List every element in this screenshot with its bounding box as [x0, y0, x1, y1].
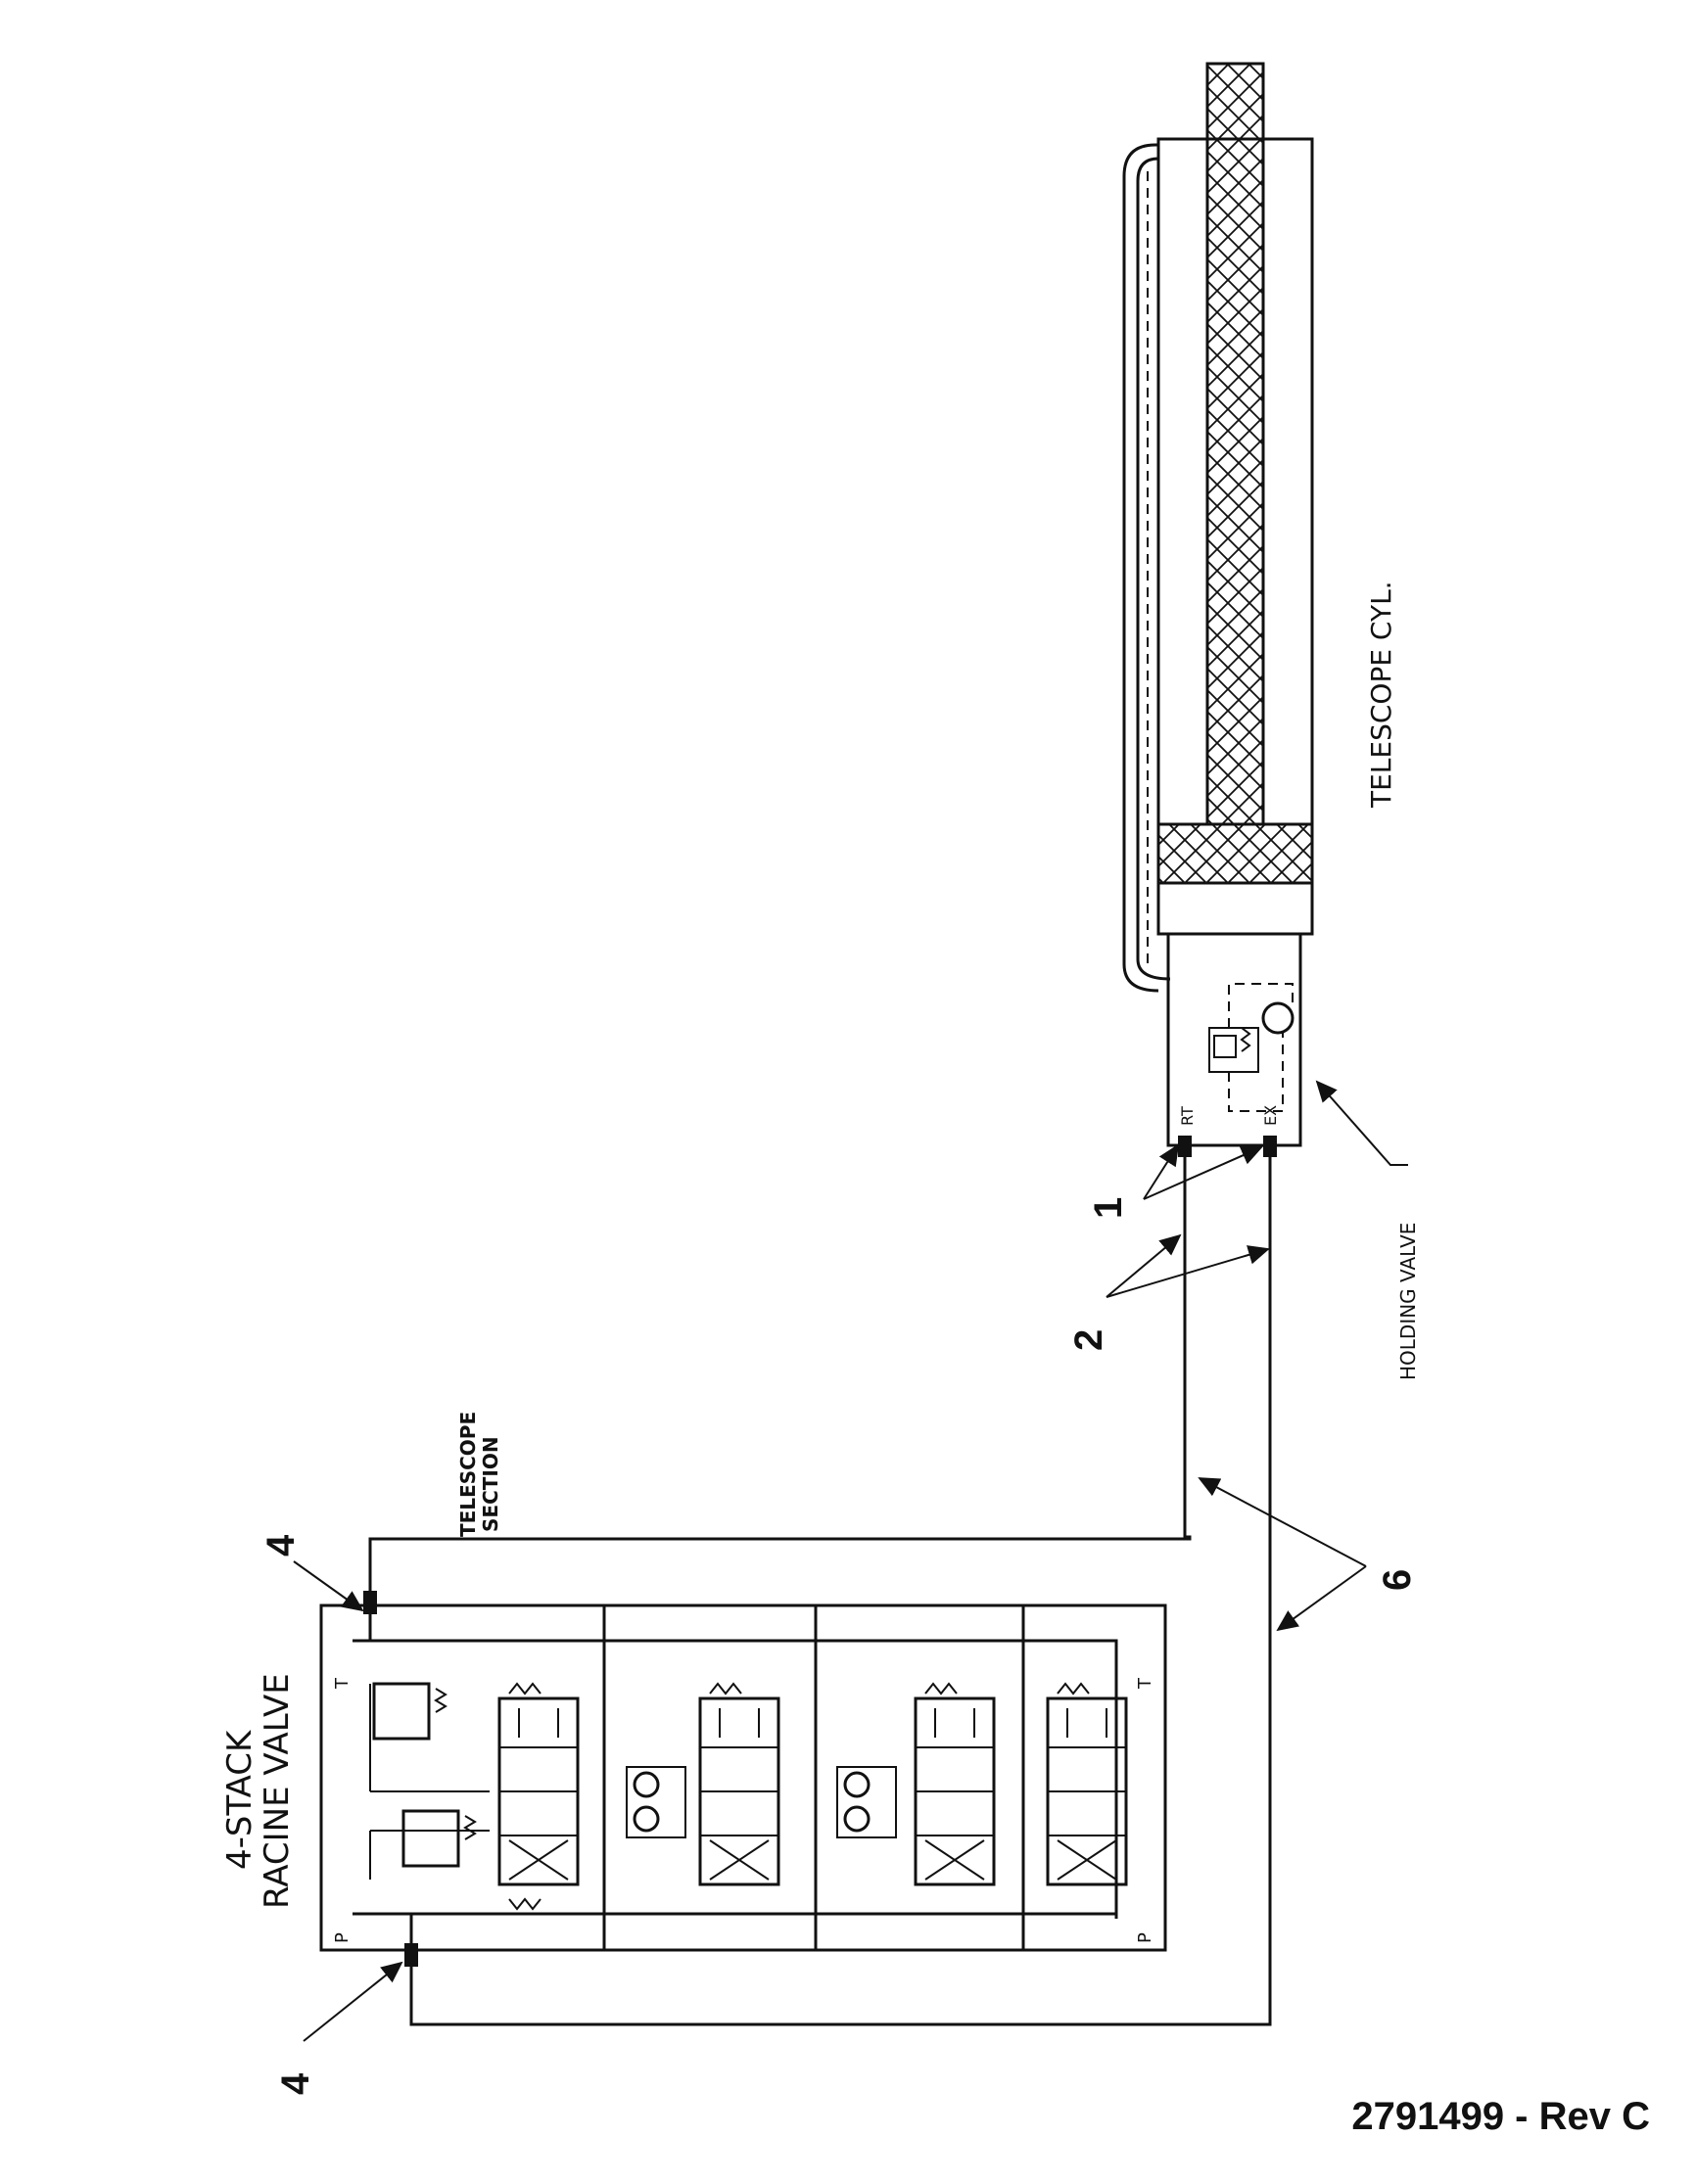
port-p-label-outlet: P	[1135, 1932, 1155, 1943]
callout-6: 6	[1376, 1569, 1419, 1591]
relief-valve-2	[401, 1809, 460, 1868]
spool-3-check-icon-2	[843, 1805, 871, 1833]
document-number: 2791499 - Rev C	[1351, 2095, 1650, 2138]
relief-valve-1	[372, 1682, 431, 1741]
cylinder-return-tube	[1122, 143, 1159, 993]
relief-spring-icon	[1240, 1027, 1251, 1052]
telescope-cylinder-label: TELESCOPE CYL.	[1365, 581, 1397, 809]
valve-title-line2: RACINE VALVE	[258, 1673, 297, 1909]
valve-outer-frame	[319, 1603, 1167, 1952]
holding-valve-dash-2	[1228, 1033, 1284, 1112]
callout-2-leader-a	[1106, 1233, 1182, 1298]
callout-4-top: 4	[259, 1534, 303, 1557]
callout-1-leader-b	[1143, 1145, 1263, 1200]
valve-title-line1: 4-STACK	[220, 1729, 259, 1870]
spool-3-spring-icon	[924, 1682, 958, 1696]
holding-valve-inner	[1208, 1027, 1259, 1073]
relief-valve-1-spring-icon	[434, 1688, 447, 1713]
cylinder-rod	[1205, 62, 1265, 826]
spool-2-check-icon-2	[633, 1805, 660, 1833]
hose-extend	[409, 1157, 1272, 2026]
spool-4-spring-icon	[1057, 1682, 1090, 1696]
spool-1-spring-icon-2	[508, 1897, 541, 1911]
holding-valve-body	[1166, 932, 1302, 1147]
spool-3-check-icon	[843, 1771, 871, 1798]
spool-section-1	[497, 1682, 580, 1911]
racine-valve: P T P T 4-STACK RACINE VALVE	[220, 1591, 1167, 1967]
holding-valve-label: HOLDING VALVE	[1396, 1223, 1420, 1380]
holding-valve-dash	[1228, 983, 1294, 1028]
fitting-valve-top	[363, 1591, 377, 1614]
hose-retract	[368, 1157, 1192, 1596]
relief-spring-box	[1213, 1035, 1237, 1058]
holding-valve-block: RT EX	[1166, 932, 1302, 1157]
spool-2-check-icon	[633, 1771, 660, 1798]
callout-4-bottom: 4	[274, 2072, 317, 2095]
callout-6-leader-b	[1276, 1565, 1367, 1632]
callout-6-leader-a	[1198, 1477, 1367, 1567]
port-t-label-inlet: T	[332, 1677, 353, 1690]
callout-2: 2	[1067, 1329, 1110, 1351]
cylinder-piston	[1156, 822, 1314, 885]
fitting-rt	[1178, 1136, 1192, 1157]
check-valve-icon	[1261, 1001, 1295, 1035]
port-rt-label: RT	[1178, 1106, 1197, 1126]
spool-2-spring-icon	[709, 1682, 742, 1696]
callout-1-leader-a	[1143, 1143, 1180, 1200]
fitting-ex	[1263, 1136, 1277, 1157]
relief-valve-2-spring-icon	[463, 1815, 477, 1840]
holding-valve-leader	[1315, 1080, 1408, 1166]
callout-4-top-leader	[293, 1560, 364, 1612]
port-t-label-outlet: T	[1135, 1677, 1155, 1690]
telescope-section-line2: SECTION	[479, 1436, 502, 1532]
callout-4-bottom-leader	[303, 1961, 403, 2042]
spool-1-spring-icon	[508, 1682, 541, 1696]
inlet-relief-lines	[369, 1684, 490, 1880]
pressure-gallery	[353, 1639, 1118, 1919]
spool-section-2	[626, 1682, 780, 1886]
telescope-cylinder	[1122, 62, 1314, 993]
port-ex-label: EX	[1261, 1105, 1280, 1126]
fitting-valve-bottom	[404, 1943, 418, 1967]
telescope-section-line1: TELESCOPE	[456, 1412, 480, 1537]
callout-2-leader-b	[1106, 1245, 1270, 1298]
spool-section-3	[836, 1682, 996, 1886]
callout-1: 1	[1087, 1197, 1130, 1219]
spool-section-4	[1046, 1682, 1128, 1886]
cylinder-return-tube-inner	[1136, 157, 1171, 981]
hydraulic-hoses	[368, 1157, 1272, 2026]
port-p-label-inlet: P	[332, 1932, 353, 1943]
